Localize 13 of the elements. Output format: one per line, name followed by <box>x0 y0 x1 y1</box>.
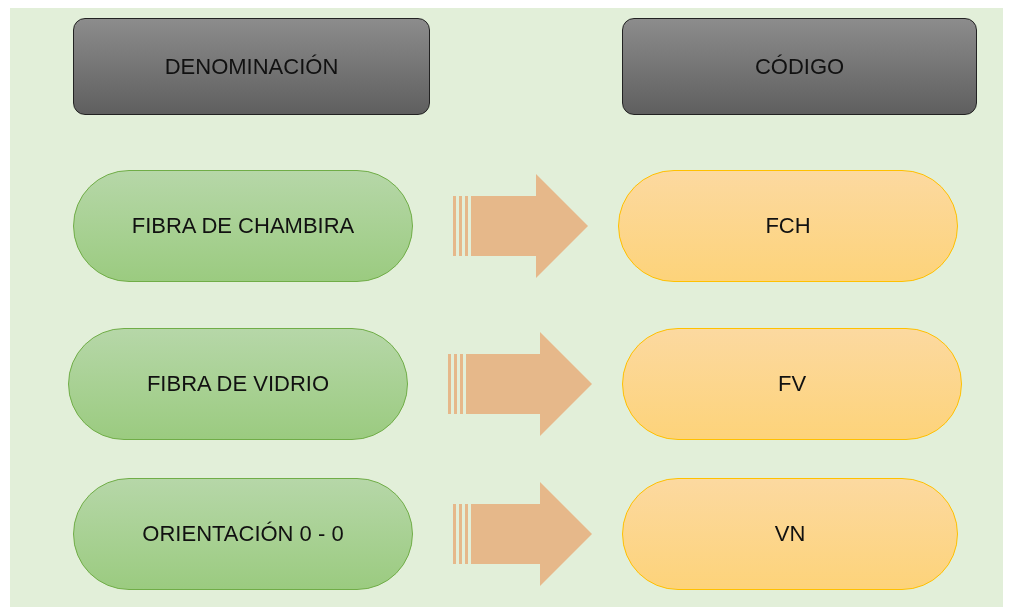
node-label: FCH <box>764 213 812 239</box>
header-box <box>73 18 430 115</box>
node-label: FIBRA DE CHAMBIRA <box>130 213 356 239</box>
node-label: DENOMINACIÓN <box>163 53 340 80</box>
block-arrow <box>453 174 588 278</box>
node-label: CÓDIGO <box>753 53 846 80</box>
block-arrow <box>453 482 592 586</box>
header-box <box>622 18 977 115</box>
node-label: FV <box>776 371 808 397</box>
block-arrow <box>448 332 592 436</box>
node-label: ORIENTACIÓN 0 - 0 <box>141 521 345 547</box>
node-label: VN <box>773 521 807 547</box>
node-label: FIBRA DE VIDRIO <box>145 371 331 397</box>
